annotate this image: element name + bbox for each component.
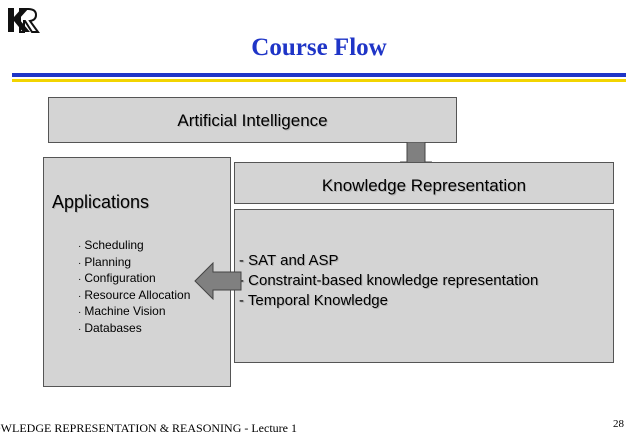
- list-item: - SAT and ASP: [239, 252, 339, 269]
- topics-list: - SAT and ASP - Constraint-based knowled…: [239, 251, 538, 311]
- applications-title: Applications: [52, 192, 150, 212]
- arrow-left-icon: [194, 262, 242, 300]
- title-rule-blue: [12, 73, 626, 77]
- list-item: - Temporal Knowledge: [239, 292, 388, 309]
- ai-box: Artificial Intelligence: [48, 97, 457, 143]
- footer-text: OWLEDGE REPRESENTATION & REASONING - Lec…: [0, 421, 297, 435]
- applications-box: Applications ·Scheduling ·Planning ·Conf…: [43, 157, 231, 387]
- kr-logo-icon: [8, 8, 40, 33]
- list-item: ·Planning: [78, 254, 132, 269]
- list-item: ·Configuration: [78, 271, 156, 285]
- kr-box: Knowledge Representation: [234, 162, 614, 204]
- list-item: ·Resource Allocation: [78, 287, 191, 302]
- list-item: - Constraint-based knowledge representat…: [239, 272, 539, 289]
- kr-box-label: Knowledge Representation: [321, 176, 527, 195]
- list-item: ·Scheduling: [78, 238, 144, 252]
- ai-box-label: Artificial Intelligence: [177, 111, 328, 130]
- list-item: ·Machine Vision: [78, 304, 166, 318]
- page-number: 28: [613, 418, 624, 430]
- title-rule-yellow: [12, 79, 626, 82]
- list-item: ·Databases: [78, 320, 142, 335]
- applications-list: ·Scheduling ·Planning ·Configuration ·Re…: [78, 238, 190, 337]
- slide-title: Course Flow: [251, 34, 387, 61]
- topics-box: - SAT and ASP - Constraint-based knowled…: [234, 209, 614, 363]
